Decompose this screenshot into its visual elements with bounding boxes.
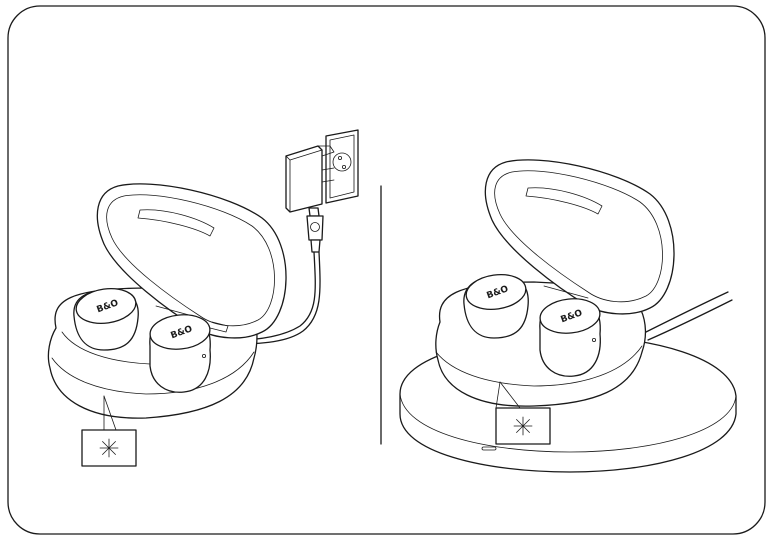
wall-socket xyxy=(325,129,359,204)
left-panel-cable-charging: B&O B&O xyxy=(47,129,359,467)
led-callout-right xyxy=(495,381,551,445)
power-adapter xyxy=(285,145,335,213)
earbud-right: B&O xyxy=(539,298,601,377)
earbud-left: B&O xyxy=(463,274,529,339)
usb-cable xyxy=(235,207,324,345)
led-callout-left xyxy=(81,395,137,467)
frame-border xyxy=(7,5,766,535)
earbud-left: B&O xyxy=(73,288,139,351)
light-burst-icon xyxy=(99,438,119,458)
right-panel-wireless-charging: B&O B&O xyxy=(399,159,737,473)
light-burst-icon xyxy=(513,416,533,436)
earbud-right: B&O xyxy=(149,314,211,393)
